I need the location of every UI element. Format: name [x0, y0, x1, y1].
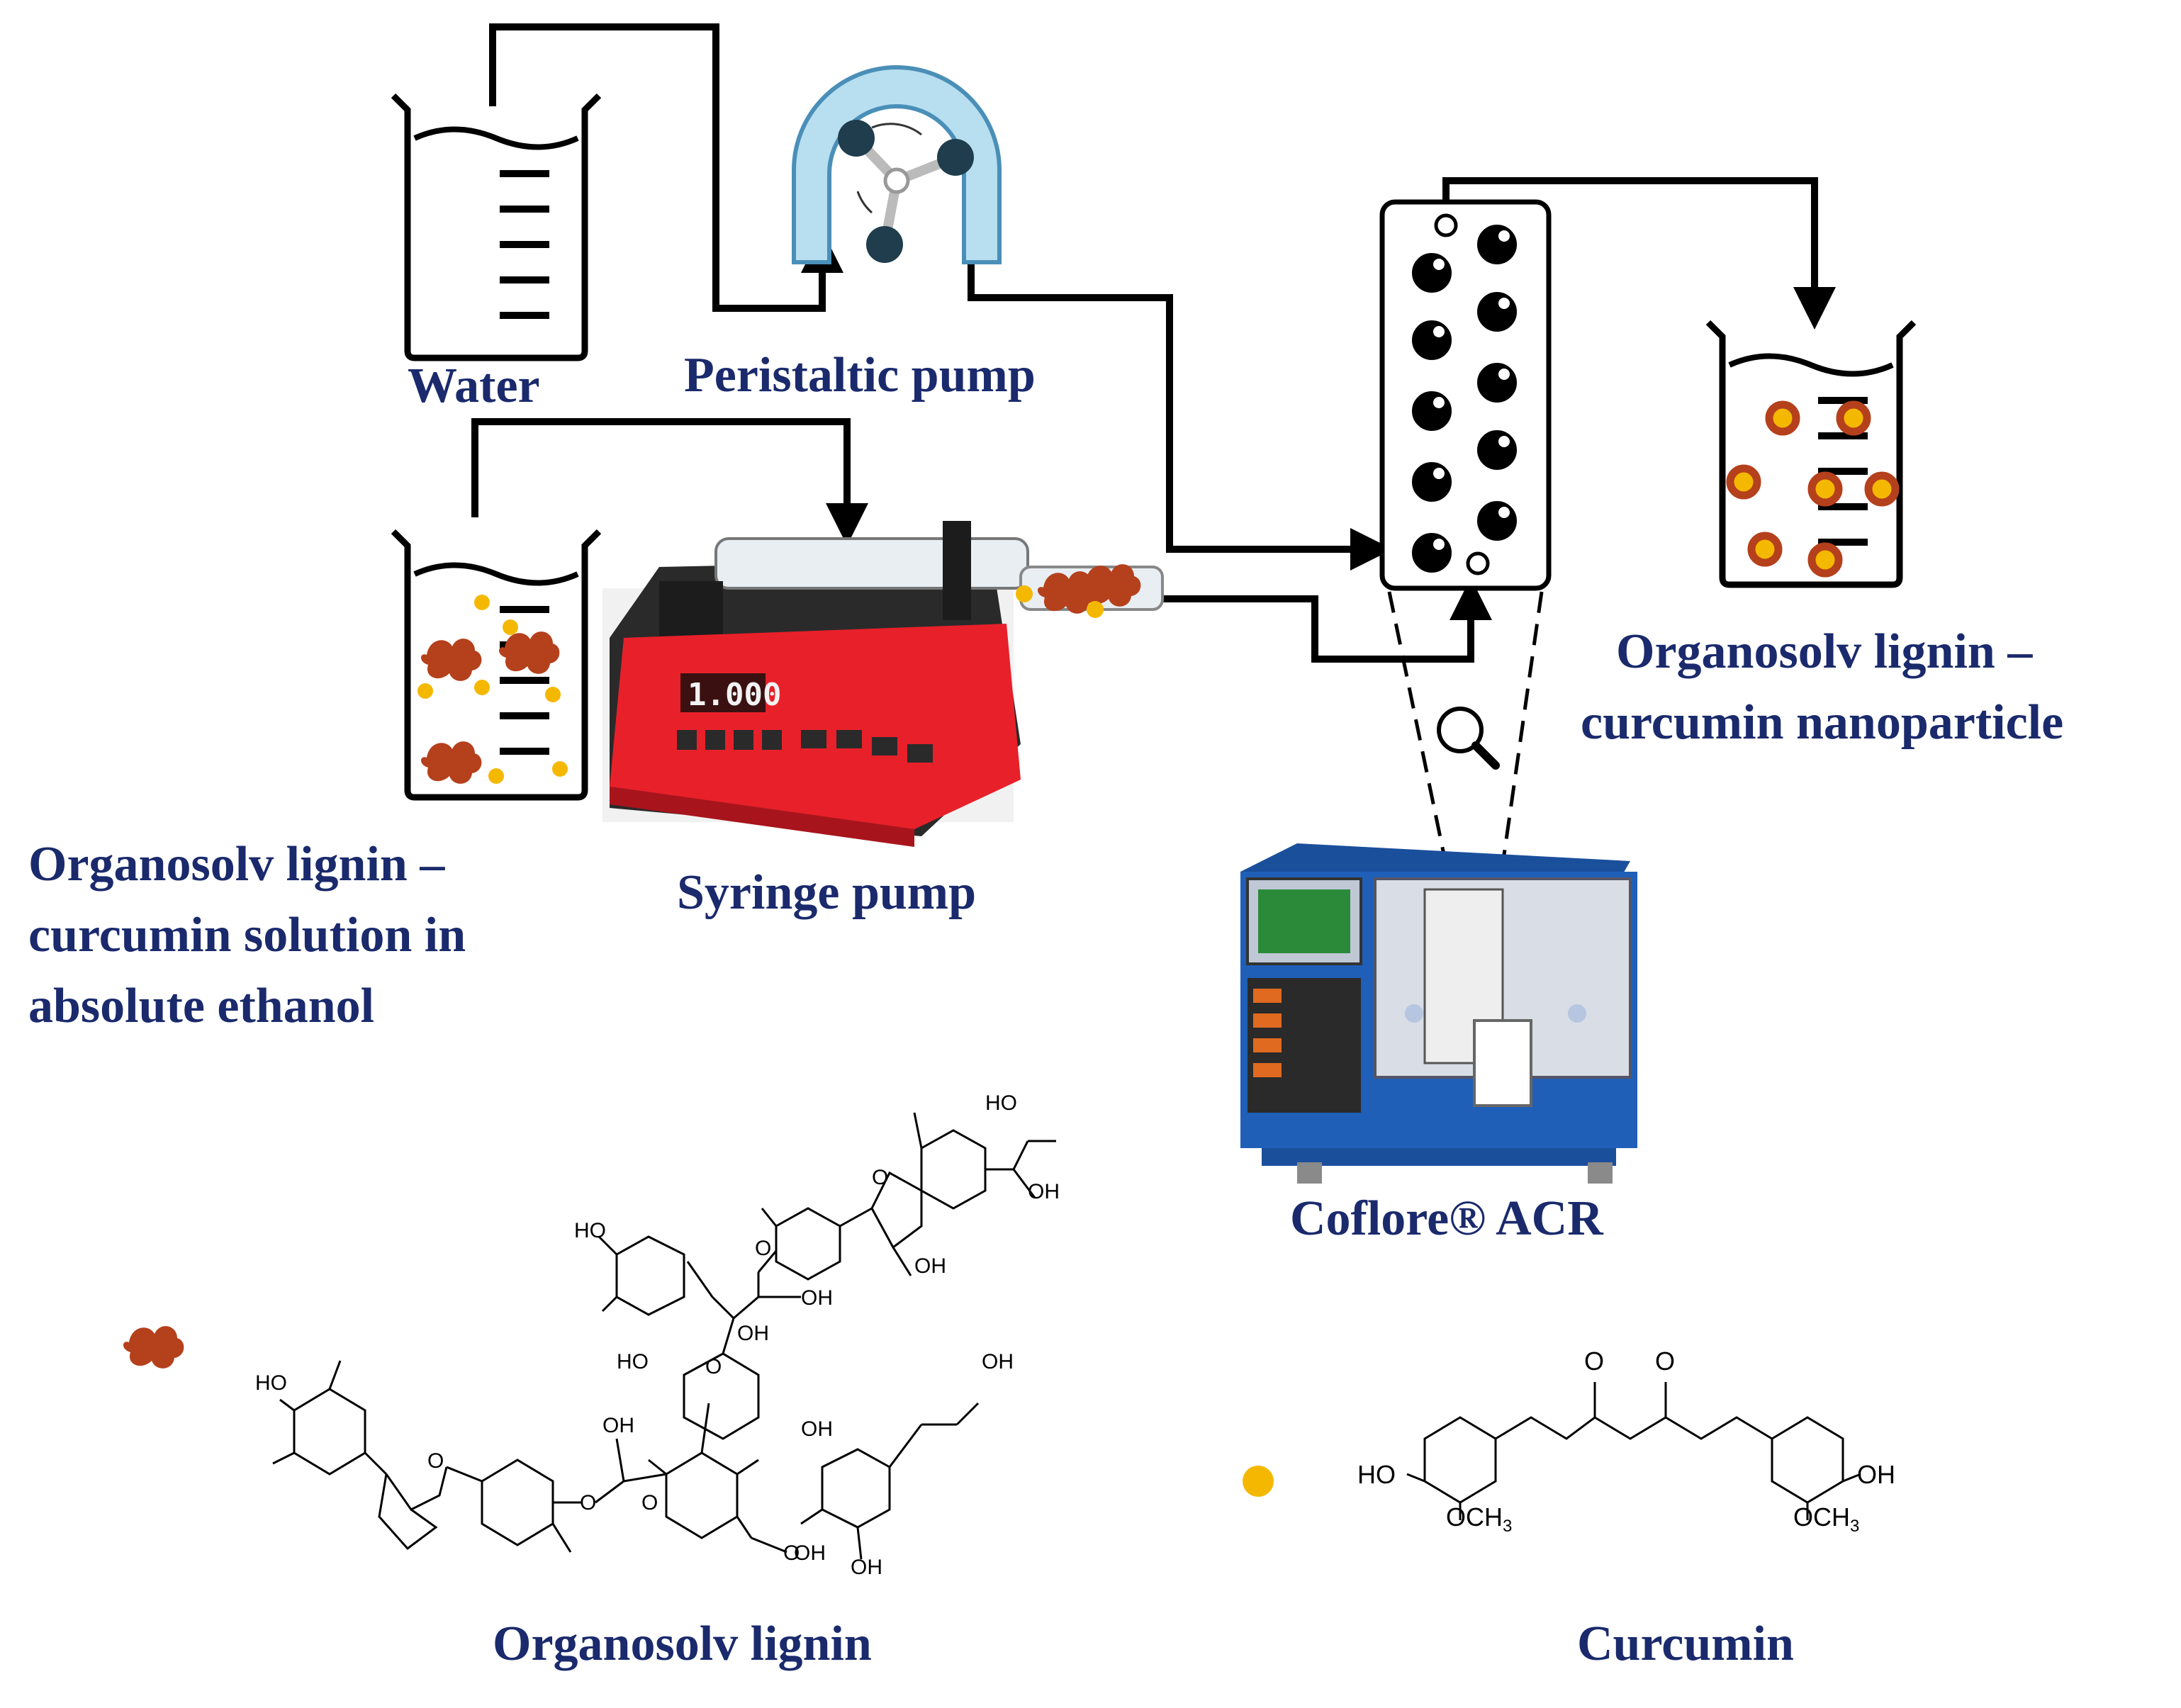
lignin-o-7: O — [872, 1166, 889, 1189]
syringe-pump-display: 1.000 — [688, 677, 781, 713]
curcumin-ketone-2: O — [1655, 1347, 1676, 1376]
lignin-oh-1: OH — [801, 1286, 833, 1310]
curcumin-methoxy-left: OCH3 — [1446, 1502, 1513, 1536]
feed-solution-label-line2: curcumin solution in — [28, 908, 466, 962]
lignin-ho-4: HO — [617, 1350, 649, 1373]
lignin-oh-9: OH — [737, 1322, 769, 1345]
coflore-acr-machine — [1240, 843, 1637, 1184]
lignin-o-1: O — [427, 1449, 444, 1473]
curcumin-oh: OH — [1857, 1460, 1895, 1489]
reactor-plate — [1379, 199, 1552, 865]
peristaltic-pump — [792, 65, 1002, 264]
legend-lignin-label: Organosolv lignin — [493, 1617, 872, 1671]
lignin-ho-3: HO — [985, 1091, 1017, 1115]
peristaltic-pump-label: Peristaltic pump — [684, 348, 1036, 403]
curcumin-structure — [1406, 1382, 1861, 1520]
lignin-o-4: O — [783, 1541, 800, 1565]
syringe-pump-label: Syringe pump — [677, 865, 977, 920]
pump-to-reactor-tube — [968, 237, 1393, 571]
water-to-pump-tube — [489, 23, 843, 312]
water-beaker — [391, 93, 602, 361]
curcumin-methoxy-right: OCH3 — [1793, 1502, 1860, 1536]
syringe-pump: 1.000 — [602, 521, 1164, 847]
lignin-ho-1: HO — [255, 1371, 287, 1395]
lignin-o-5: O — [705, 1355, 722, 1378]
magnifier-icon — [1437, 707, 1500, 770]
syringe-to-reactor-tube — [1155, 578, 1492, 663]
feed-beaker — [391, 529, 602, 801]
lignin-structure — [272, 1112, 1056, 1560]
product-beaker — [1705, 320, 1917, 588]
product-label-line1: Organosolv lignin – — [1616, 624, 2033, 679]
lignin-oh-4: OH — [602, 1414, 634, 1437]
feed-solution-label-line1: Organosolv lignin – — [28, 837, 445, 892]
tubing — [471, 23, 1836, 663]
legend-curcumin-marker — [1243, 1466, 1274, 1497]
feed-solution-label-line3: absolute ethanol — [28, 979, 375, 1033]
lignin-o-2: O — [580, 1491, 597, 1515]
lignin-oh-8: OH — [851, 1556, 882, 1579]
product-label-line2: curcumin nanoparticle — [1581, 695, 2064, 750]
feed-to-syringe-tube — [471, 418, 868, 546]
water-label: Water — [408, 359, 540, 413]
curcumin-ketone-1: O — [1584, 1347, 1605, 1376]
lignin-oh-3: OH — [1028, 1180, 1060, 1203]
lignin-ho-2: HO — [574, 1219, 606, 1242]
legend-curcumin-label: Curcumin — [1577, 1617, 1794, 1671]
curcumin-ho: HO — [1357, 1460, 1396, 1489]
lignin-oh-5: OH — [801, 1417, 833, 1441]
lignin-oh-6: OH — [982, 1350, 1014, 1373]
lignin-o-3: O — [641, 1491, 658, 1515]
reactor-to-product-tube — [1442, 177, 1836, 330]
lignin-o-6: O — [755, 1237, 772, 1260]
coflore-acr-label: Coflore® ACR — [1290, 1191, 1603, 1246]
lignin-oh-7: OH — [794, 1541, 826, 1565]
lignin-oh-2: OH — [914, 1254, 946, 1278]
